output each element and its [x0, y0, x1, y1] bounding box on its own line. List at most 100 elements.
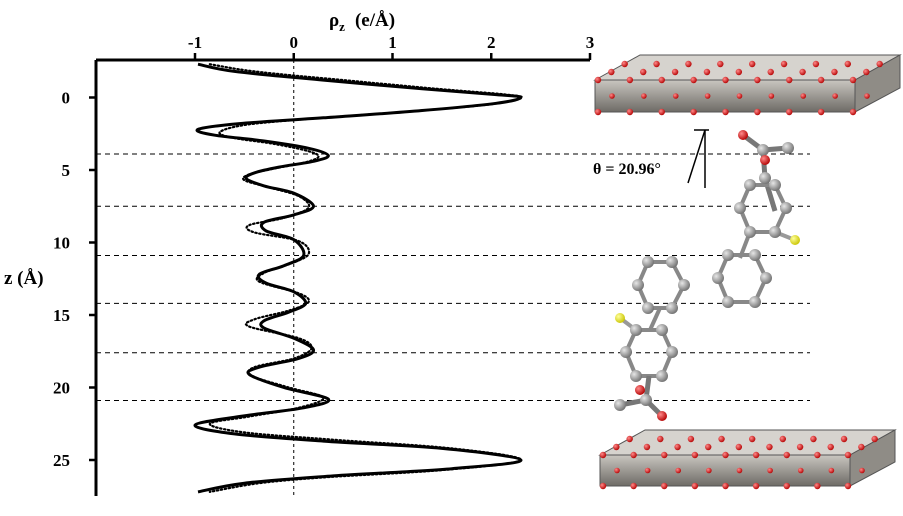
oxygen-atom [691, 451, 699, 459]
oxygen-atom [844, 451, 852, 459]
series-solid-curve [193, 62, 523, 494]
oxygen-atom [796, 443, 804, 451]
oxygen-atom [799, 68, 806, 76]
oxygen-atom [718, 435, 725, 443]
oxygen-atom [863, 68, 870, 76]
oxygen-atom [717, 60, 724, 68]
oxygen-atom [722, 76, 729, 84]
oxygen-atom [687, 435, 695, 443]
oxygen-atom [817, 76, 825, 84]
oxygen-atom [735, 68, 743, 76]
x-tick-label: 0 [290, 33, 299, 52]
oxygen-atom [827, 443, 834, 451]
oxygen-atom [831, 68, 838, 76]
y-tick-label: 0 [62, 89, 71, 108]
oxygen-atom [706, 467, 712, 474]
oxygen-atom [876, 60, 883, 68]
oxygen-atom [748, 60, 756, 68]
oxygen-atom [630, 482, 637, 490]
x-axis-title-units: (e/Å) [355, 10, 395, 31]
y-tick-label: 25 [53, 451, 70, 470]
oxygen-atom [768, 93, 775, 99]
x-tick-label: 3 [586, 33, 595, 52]
oxygen-atom [828, 467, 835, 474]
layer-boundary-lines [96, 153, 810, 402]
top-slab-oxygen-atoms [594, 60, 883, 116]
oxygen-atom [626, 435, 633, 443]
oxygen-atom [766, 443, 773, 451]
oxygen-atom [736, 467, 743, 474]
oxygen-atom [810, 435, 817, 443]
oxygen-atom [736, 93, 743, 99]
oxygen-atom [858, 443, 865, 451]
bottom-slab-oxygen-atoms [599, 435, 878, 490]
oxygen-atom [752, 451, 760, 459]
oxygen-atom [621, 60, 628, 68]
oxygen-atom [643, 443, 651, 451]
oxygen-atom [748, 435, 756, 443]
oxygen-atom [786, 108, 793, 116]
x-axis-title: ρz (e/Å) [329, 10, 395, 34]
oxygen-atom [767, 467, 773, 474]
oxygen-atom [859, 467, 865, 474]
oxygen-atom [844, 482, 852, 490]
oxygen-atom [658, 108, 665, 116]
oxygen-atom [691, 482, 699, 490]
oxygen-atom [661, 482, 668, 490]
oxygen-atom [599, 482, 607, 490]
oxygen-atom [722, 482, 729, 490]
oxygen-atom [675, 467, 682, 474]
oxygen-atom [849, 76, 857, 84]
x-axis-title-main: ρ [329, 10, 339, 31]
y-tick-label: 5 [62, 161, 71, 180]
oxygen-atom [661, 451, 668, 459]
oxygen-atom [640, 68, 647, 76]
oxygen-atom [752, 482, 760, 490]
bottom-oxide-slab [598, 429, 897, 490]
oxygen-atom [703, 68, 711, 76]
x-axis-ticks: -1 0 1 2 3 [188, 33, 594, 60]
x-tick-label: 2 [487, 33, 496, 52]
top-oxide-slab [593, 54, 902, 116]
oxygen-atom [690, 108, 697, 116]
oxygen-atom [613, 443, 620, 451]
oxygen-atom [609, 93, 615, 99]
oxygen-atom [704, 93, 711, 99]
x-tick-label: -1 [188, 33, 202, 52]
x-tick-label: 1 [388, 33, 397, 52]
oxygen-atom [832, 93, 838, 99]
oxygen-atom [735, 443, 743, 451]
oxygen-atom [685, 60, 692, 68]
oxygen-atom [871, 435, 878, 443]
oxygen-atom [644, 467, 651, 474]
molecular-structure-illustration: θ = 20.96° [593, 54, 902, 490]
oxygen-atom [672, 93, 679, 99]
oxygen-atom [594, 76, 602, 84]
oxygen-atom [800, 93, 807, 99]
oxygen-atom [626, 76, 634, 84]
oxygen-atom [657, 435, 664, 443]
y-tick-label: 10 [53, 234, 70, 253]
oxygen-atom [783, 482, 790, 490]
series-dotted-curve [208, 63, 524, 493]
oxygen-atom [614, 467, 620, 474]
oxygen-atom [674, 443, 681, 451]
oxygen-atom [840, 435, 848, 443]
oxygen-atom [690, 76, 697, 84]
x-axis-title-sub: z [339, 19, 345, 34]
y-tick-label: 15 [53, 306, 70, 325]
tilt-angle-label: θ = 20.96° [593, 161, 661, 178]
oxygen-atom [786, 76, 793, 84]
oxygen-atom [849, 108, 857, 116]
oxygen-atom [767, 68, 774, 76]
oxygen-atom [705, 443, 712, 451]
y-axis-title: z (Å) [4, 268, 44, 289]
oxygen-atom [779, 435, 786, 443]
oxygen-atom [864, 93, 870, 99]
oxygen-atom [783, 451, 790, 459]
oxygen-atom [658, 76, 665, 84]
oxygen-atom [608, 68, 615, 76]
oxygen-atom [599, 451, 607, 459]
oxygen-atom [754, 108, 761, 116]
